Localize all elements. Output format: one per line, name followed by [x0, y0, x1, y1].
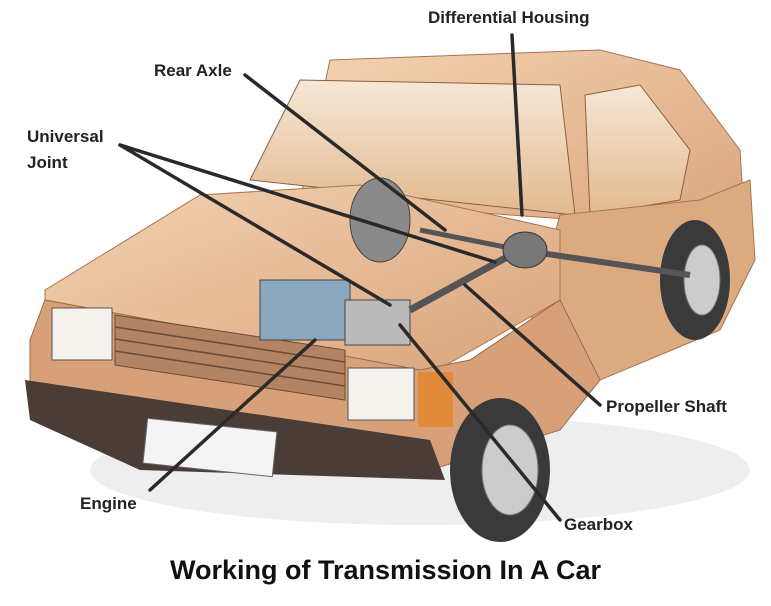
left-headlight — [51, 307, 113, 361]
rear-axle — [519, 247, 691, 278]
leader-propeller-shaft — [463, 283, 602, 407]
indicator-light — [418, 372, 453, 427]
leader-engine — [148, 338, 317, 492]
label-gearbox: Gearbox — [564, 515, 633, 534]
label-joint: Joint — [27, 153, 68, 172]
license-plate — [142, 417, 278, 478]
leader-rear-axle — [243, 73, 447, 232]
diagram-title: Working of Transmission In A Car — [169, 555, 602, 585]
propeller-shaft — [408, 246, 522, 314]
side-window — [584, 84, 691, 216]
differential — [502, 231, 548, 269]
label-universal: Universal — [27, 127, 104, 146]
leader-differential-housing — [510, 33, 524, 217]
leader-universal-joint-front — [118, 143, 392, 307]
label-differential-housing: Differential Housing — [428, 8, 590, 27]
engine-block — [259, 279, 351, 341]
leader-universal-joint-rear — [118, 143, 497, 264]
label-engine: Engine — [80, 494, 137, 513]
right-headlight — [347, 367, 415, 421]
label-propeller-shaft: Propeller Shaft — [606, 397, 727, 416]
leader-gearbox — [398, 323, 562, 522]
label-rear-axle: Rear Axle — [154, 61, 232, 80]
gearbox-housing — [344, 299, 411, 346]
